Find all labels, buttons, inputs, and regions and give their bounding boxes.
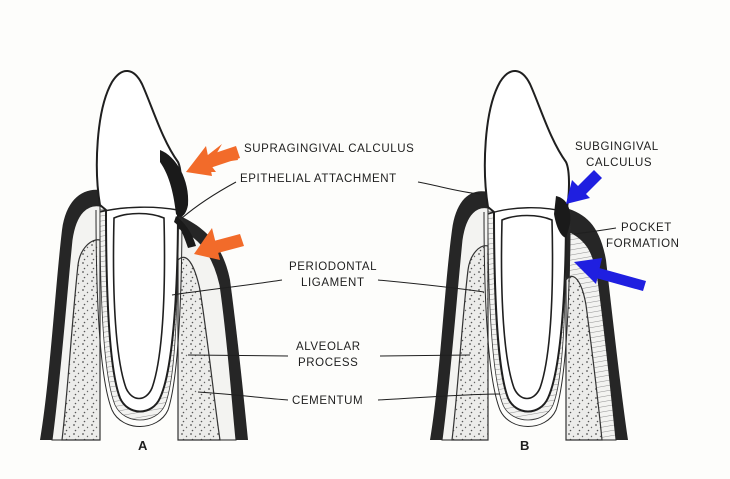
- pulp-b: [500, 214, 554, 400]
- blue-arrow-lower-head: [574, 258, 602, 284]
- panel-b-label: B: [520, 438, 529, 453]
- orange-arrow-upper-head: [186, 146, 212, 176]
- pulp-a: [112, 212, 166, 400]
- gum-calculus-a: [174, 216, 196, 248]
- label-ligament: LIGAMENT: [301, 277, 365, 289]
- panel-b-illustration: B: [430, 70, 628, 453]
- diagram-labels: SUPRAGINGIVAL CALCULUS EPITHELIAL ATTACH…: [240, 141, 680, 407]
- panel-a-illustration: A: [40, 70, 248, 453]
- label-cementum: CEMENTUM: [292, 395, 363, 407]
- alveolar-bone-b-left: [451, 245, 489, 441]
- alveolar-bone-a-right: [177, 256, 221, 441]
- orange-arrow-lower-head: [194, 228, 220, 260]
- orange-arrow-lower-body: [210, 234, 244, 254]
- alveolar-bone-b-right: [565, 275, 603, 441]
- leader-epithelial-b: [417, 181, 481, 195]
- leader-cementum-b: [377, 393, 501, 401]
- subgingival-calculus-deposit: [554, 196, 571, 238]
- label-subgingival: SUBGINGIVAL: [575, 141, 659, 153]
- alveolar-bone-a-left: [61, 239, 101, 441]
- leader-alveolar-a: [187, 354, 289, 357]
- blue-arrow-lower-body: [596, 268, 646, 291]
- orange-arrow-upper-body: [200, 146, 240, 170]
- ligament-a: [95, 209, 183, 427]
- blue-arrow-upper-head: [566, 180, 590, 204]
- leader-alveolar-b: [379, 354, 471, 357]
- annotation-arrows: [186, 144, 646, 291]
- panel-a-label: A: [138, 438, 148, 453]
- label-supragingival-calculus: SUPRAGINGIVAL CALCULUS: [244, 143, 414, 155]
- supragingival-calculus-deposit: [160, 150, 189, 217]
- leader-lines: [171, 181, 617, 401]
- ligament-b: [483, 211, 571, 427]
- leader-pdl-a: [171, 279, 283, 296]
- label-formation: FORMATION: [606, 238, 680, 250]
- leader-epithelial-a: [181, 181, 237, 219]
- leader-pocket: [573, 227, 617, 235]
- label-periodontal: PERIODONTAL: [289, 261, 377, 273]
- label-alveolar: ALVEOLAR: [296, 341, 361, 353]
- leader-cementum-a: [197, 391, 289, 401]
- label-pocket: POCKET: [621, 222, 672, 234]
- label-subgingival-calculus: CALCULUS: [586, 157, 652, 169]
- leader-pdl-b: [377, 279, 485, 293]
- label-epithelial-attachment: EPITHELIAL ATTACHMENT: [240, 173, 397, 185]
- label-process: PROCESS: [298, 357, 358, 369]
